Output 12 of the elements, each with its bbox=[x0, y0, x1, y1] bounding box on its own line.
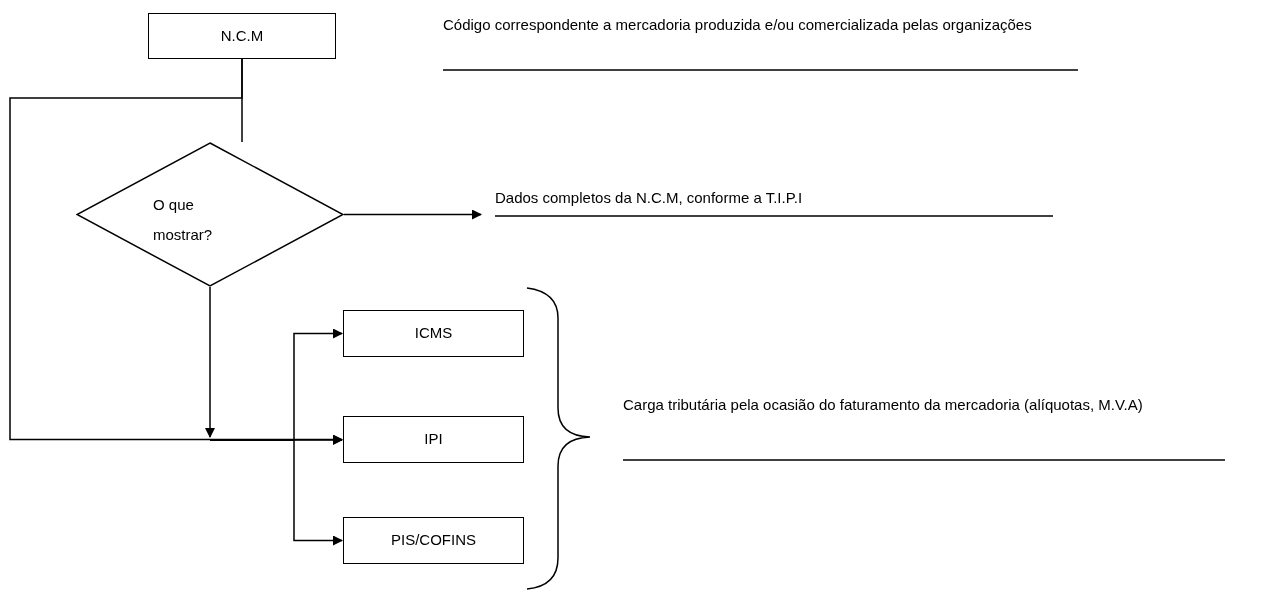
process-box: PIS/COFINS bbox=[343, 517, 524, 564]
description-text: Carga tributária pela ocasião do faturamento da mercadoria (alíquotas, M.V.A) bbox=[623, 395, 1144, 415]
process-box: ICMS bbox=[343, 310, 524, 357]
connector-arrow bbox=[209, 439, 343, 546]
connector-arrow bbox=[205, 286, 215, 438]
description-text: Dados completos da N.C.M, conforme a T.I.P.I bbox=[495, 184, 1055, 212]
decision-label: O que mostrar? bbox=[153, 195, 214, 245]
process-box: IPI bbox=[343, 416, 524, 463]
description-text: Código correspondente a mercadoria produzida e/ou comercializada pelas organizações bbox=[443, 15, 1033, 35]
process-box: N.C.M bbox=[148, 13, 336, 59]
connector-arrow bbox=[343, 209, 482, 220]
decision-diamond bbox=[76, 142, 344, 287]
